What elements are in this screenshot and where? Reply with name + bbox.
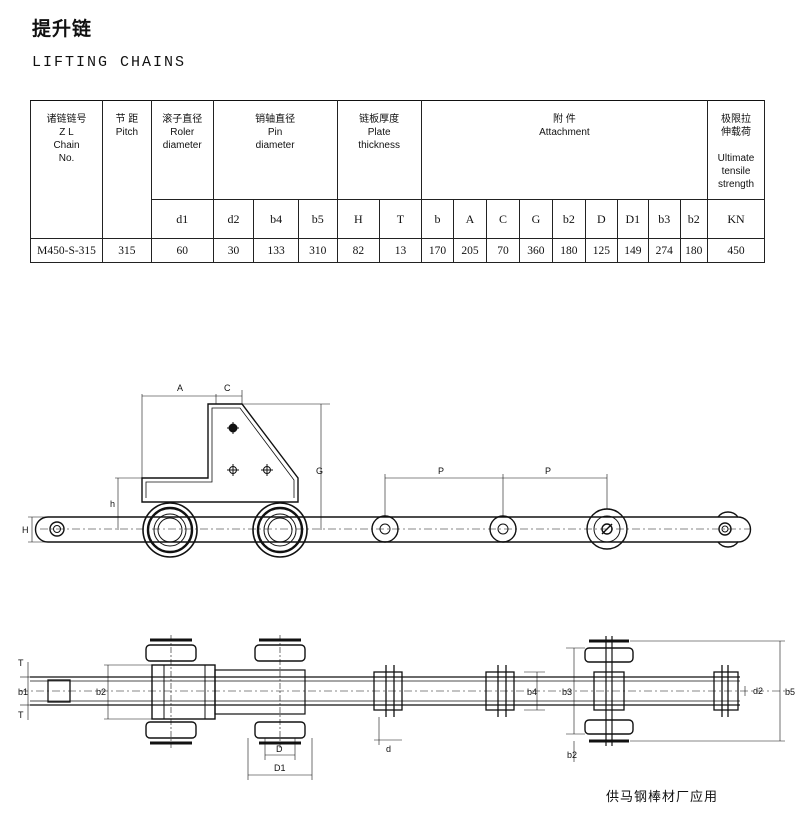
side-view: A C G h H P P: [22, 383, 752, 558]
value-cell: 60: [150, 238, 214, 263]
page-title-en: LIFTING CHAINS: [32, 54, 187, 71]
label-T-top: T: [18, 658, 24, 668]
symbol-cell: b2: [679, 199, 709, 239]
spec-table: 诸链链号 Z L Chain No. 节 距 Pitch 滚子直径 Roler …: [29, 100, 765, 263]
label-C: C: [224, 383, 231, 393]
value-cell: M450-S-315: [29, 238, 104, 263]
roller-icon: [252, 502, 308, 558]
label-b2-right: b2: [567, 750, 577, 760]
label-A: A: [177, 383, 183, 393]
header-plate: 链板厚度 Plate thickness: [336, 100, 422, 200]
value-cell: 30: [212, 238, 255, 263]
label-h: h: [110, 499, 115, 509]
symbol-cell: b2: [551, 199, 587, 239]
value-cell: 133: [253, 238, 299, 263]
label-H: H: [22, 525, 29, 535]
label-D: D: [276, 744, 283, 754]
label-G: G: [316, 466, 323, 476]
label-b3: b3: [562, 687, 572, 697]
symbol-cell: A: [453, 199, 487, 239]
label-b4: b4: [527, 687, 537, 697]
label-P-1: P: [438, 466, 444, 476]
value-cell: 180: [679, 238, 709, 263]
page-title-cn: 提升链: [32, 18, 93, 40]
header-strength: 极限拉 伸载荷 Ultimate tensile strength: [707, 100, 765, 200]
label-d2: d2: [753, 686, 763, 696]
table-row: M450-S-315 315 60 30 133 310 82 13 170 2…: [29, 238, 765, 263]
value-cell: 70: [485, 238, 521, 263]
value-cell: 310: [297, 238, 338, 263]
symbol-cell: b3: [648, 199, 681, 239]
label-T-bottom: T: [18, 710, 24, 720]
label-d: d: [386, 744, 391, 754]
symbol-cell: D: [585, 199, 618, 239]
pin-assembly-icon: [145, 635, 197, 748]
label-D1: D1: [274, 763, 286, 773]
value-cell: 315: [102, 238, 152, 263]
header-roller: 滚子直径 Roler diameter: [150, 100, 214, 200]
header-pitch: 节 距 Pitch: [102, 100, 152, 239]
top-view: T b1 T b2 D D1 d b4 b3 d2 b5 b2: [18, 635, 795, 780]
header-chain-no: 诸链链号 Z L Chain No.: [29, 100, 104, 239]
value-cell: 274: [648, 238, 681, 263]
symbol-cell: H: [336, 199, 381, 239]
label-b2-left: b2: [96, 687, 106, 697]
symbol-cell: b: [420, 199, 455, 239]
label-P-2: P: [545, 466, 551, 476]
value-cell: 180: [551, 238, 587, 263]
symbol-cell: d1: [150, 199, 214, 239]
label-b5: b5: [785, 687, 795, 697]
value-cell: 13: [379, 238, 422, 263]
value-cell: 205: [453, 238, 487, 263]
value-cell: 450: [707, 238, 765, 263]
roller-icon: [142, 502, 198, 558]
symbol-cell: C: [485, 199, 521, 239]
label-b1: b1: [18, 687, 28, 697]
footer-note: 供马钢棒材厂应用: [606, 790, 719, 805]
header-attachment: 附 件 Attachment: [420, 100, 709, 200]
value-cell: 82: [336, 238, 381, 263]
pin-assembly-icon: [254, 635, 306, 748]
